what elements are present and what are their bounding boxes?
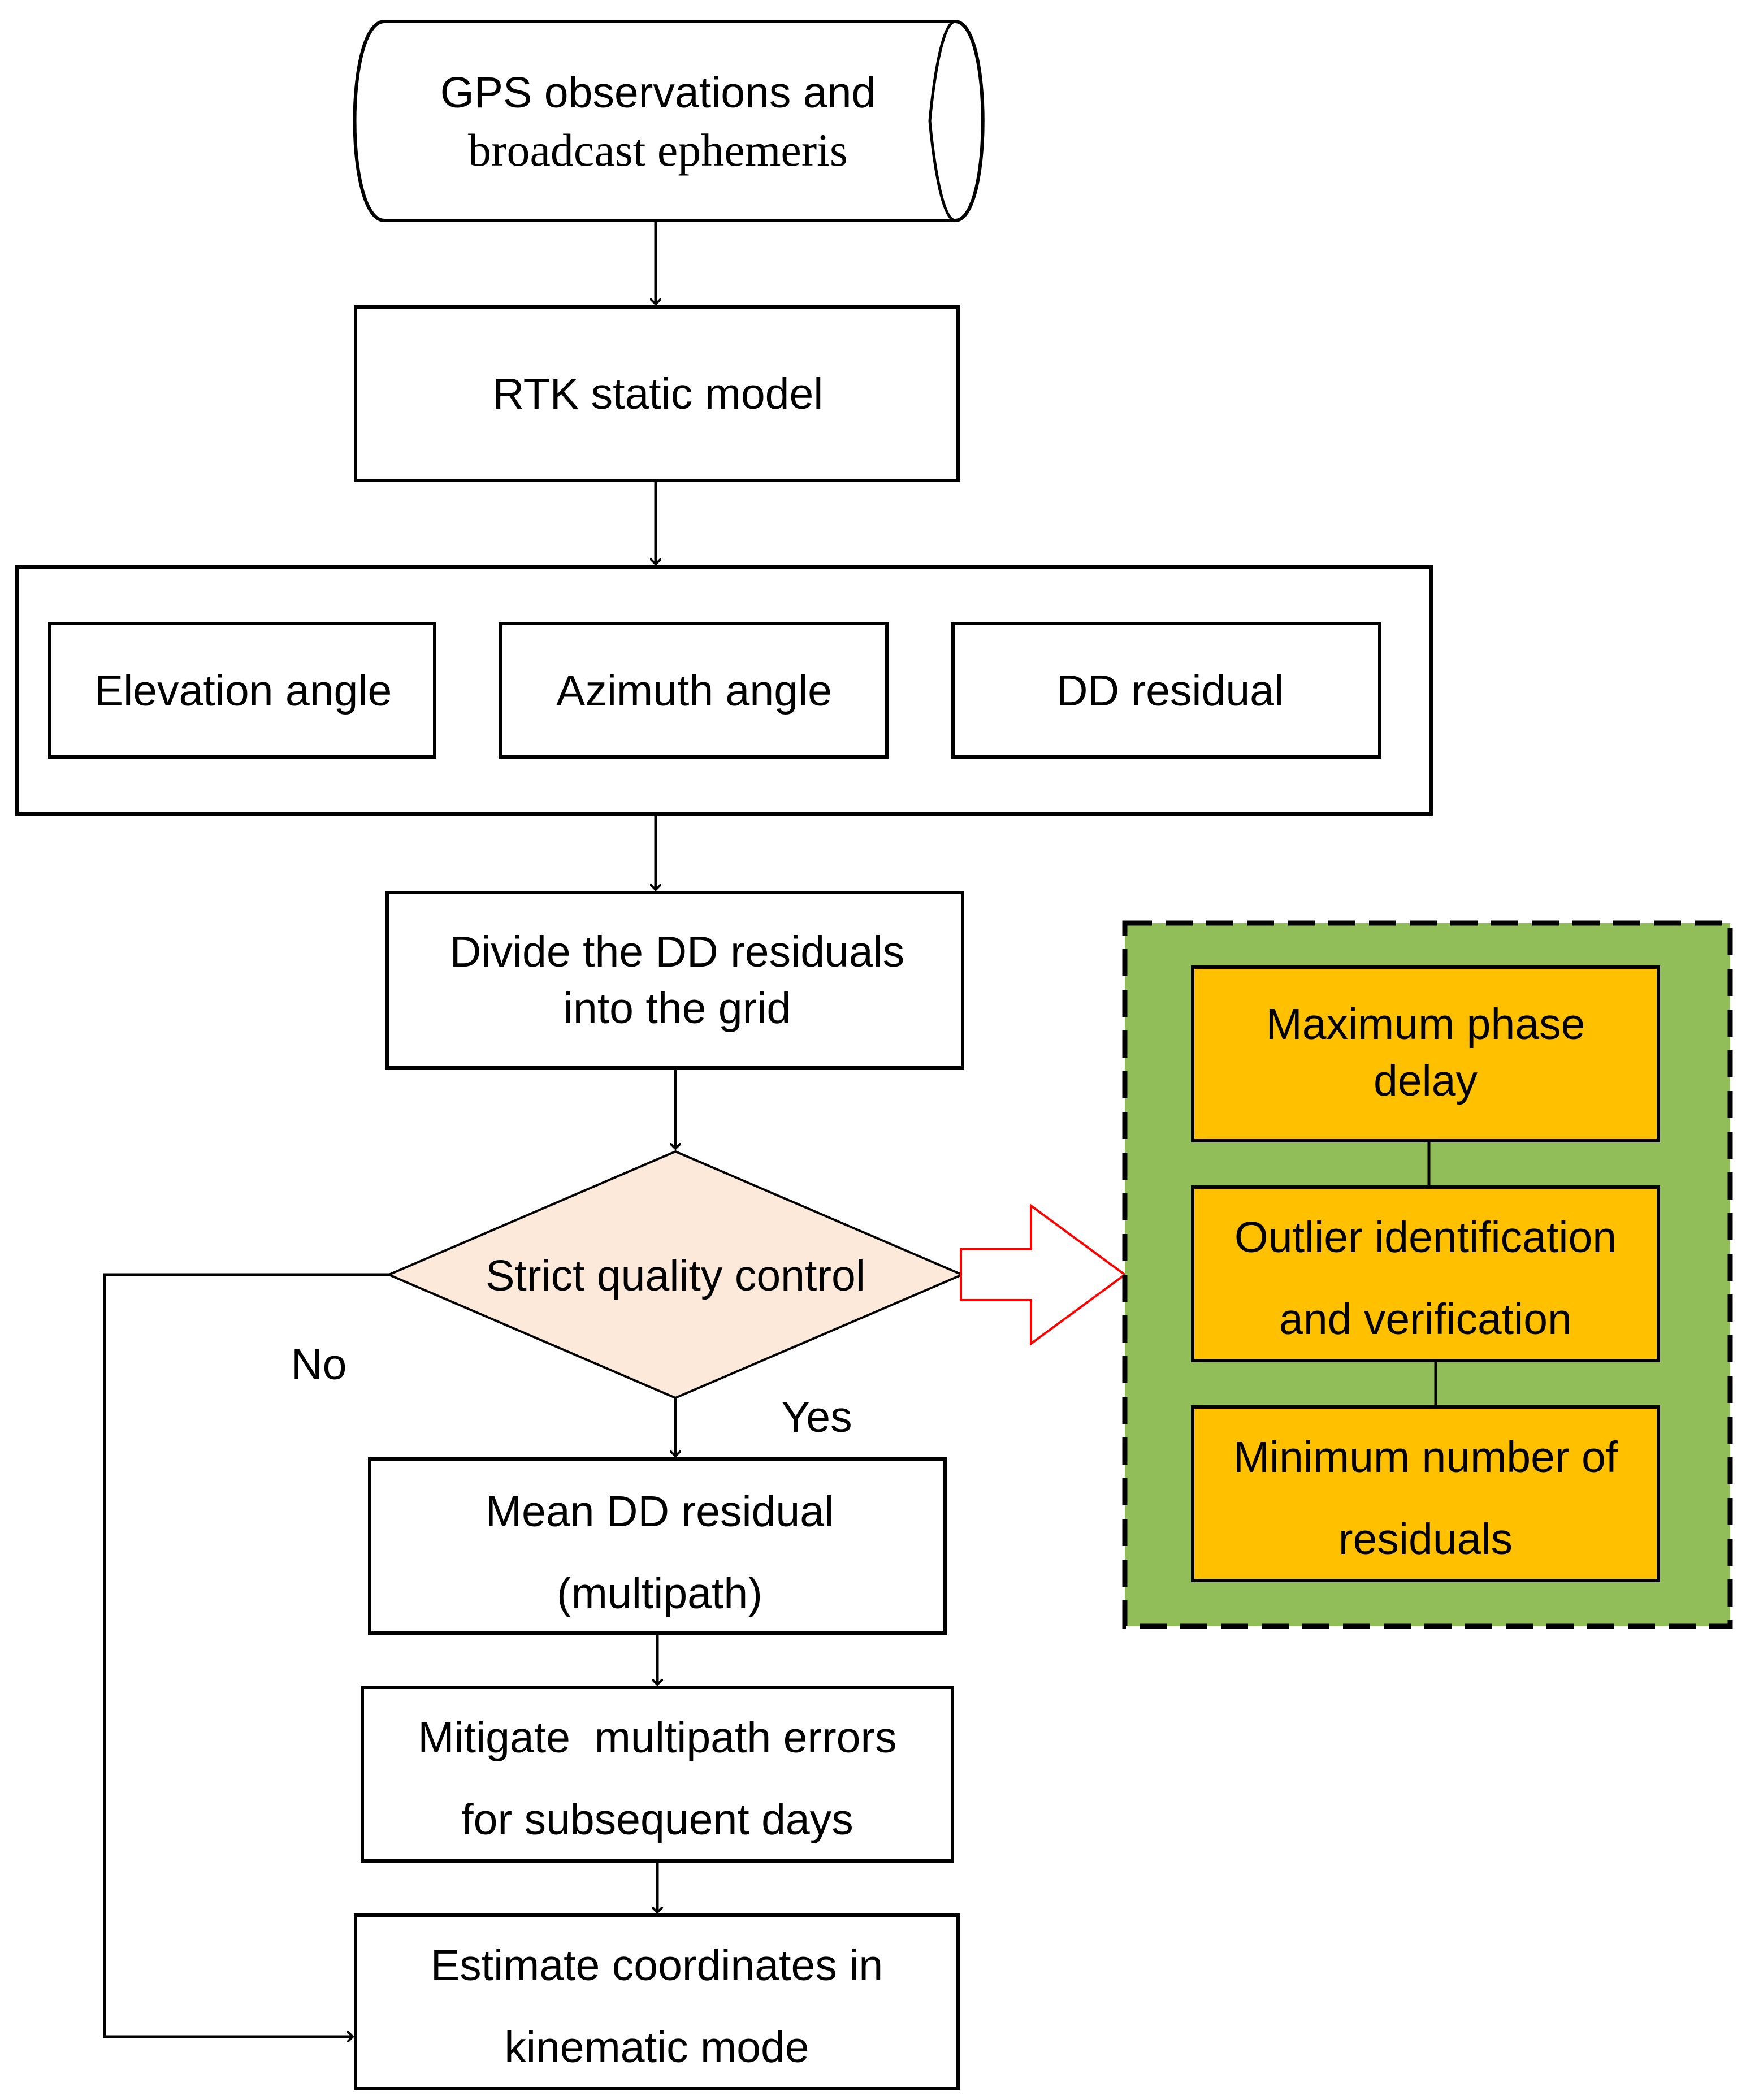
criterion-2-line-1: Outlier identification bbox=[1234, 1213, 1617, 1262]
criterion-1-line-2: delay bbox=[1374, 1057, 1478, 1105]
elevation-angle-label: Elevation angle bbox=[94, 666, 392, 715]
mean-dd-residual-node: Mean DD residual (multipath) bbox=[368, 1457, 947, 1635]
criterion-max-phase-delay bbox=[1191, 965, 1660, 1142]
divide-line-2: into the grid bbox=[564, 984, 791, 1033]
rtk-static-model-node: RTK static model bbox=[354, 305, 960, 482]
input-data-node: GPS observations and broadcast ephemeris bbox=[353, 20, 985, 222]
no-branch-line bbox=[103, 1273, 389, 2037]
mitigate-multipath-node: Mitigate multipath errors for subsequent… bbox=[361, 1686, 954, 1863]
azimuth-angle-box bbox=[499, 622, 889, 759]
azimuth-angle-label: Azimuth angle bbox=[556, 666, 832, 715]
criterion-min-residuals bbox=[1191, 1405, 1660, 1582]
mean-line-2: (multipath) bbox=[557, 1569, 762, 1618]
no-label: No bbox=[291, 1340, 346, 1389]
estimate-coordinates-node: Estimate coordinates in kinematic mode bbox=[354, 1913, 960, 2090]
criterion-2-line-2: and verification bbox=[1279, 1295, 1572, 1344]
estimate-line-2: kinematic mode bbox=[504, 2023, 809, 2072]
mean-line-1: Mean DD residual bbox=[486, 1487, 834, 1536]
yes-label: Yes bbox=[781, 1393, 852, 1441]
estimate-line-1: Estimate coordinates in bbox=[431, 1941, 883, 1990]
quality-control-decision: Strict quality control bbox=[385, 1150, 965, 1400]
rtk-label: RTK static model bbox=[493, 370, 824, 418]
elevation-angle-box bbox=[48, 622, 436, 759]
criterion-3-line-2: residuals bbox=[1338, 1515, 1513, 1564]
decision-label: Strict quality control bbox=[486, 1252, 865, 1300]
input-line-2: broadcast ephemeris bbox=[468, 124, 848, 176]
divide-line-1: Divide the DD residuals bbox=[450, 928, 905, 976]
callout-arrow bbox=[960, 1203, 1127, 1346]
criterion-outlier-identification bbox=[1191, 1185, 1660, 1362]
divide-grid-node: Divide the DD residuals into the grid bbox=[385, 891, 964, 1070]
input-line-1: GPS observations and bbox=[440, 68, 876, 117]
criterion-1-line-1: Maximum phase bbox=[1266, 1000, 1585, 1049]
mitigate-line-2: for subsequent days bbox=[461, 1795, 853, 1844]
criterion-3-line-1: Minimum number of bbox=[1233, 1433, 1618, 1482]
dd-residual-label: DD residual bbox=[1056, 666, 1284, 715]
dd-residual-box bbox=[951, 622, 1381, 759]
outputs-group: Elevation angle Azimuth angle DD residua… bbox=[15, 565, 1433, 816]
mitigate-line-1: Mitigate multipath errors bbox=[418, 1713, 896, 1762]
criteria-panel: Maximum phase delay Outlier identificati… bbox=[1122, 920, 1733, 1629]
